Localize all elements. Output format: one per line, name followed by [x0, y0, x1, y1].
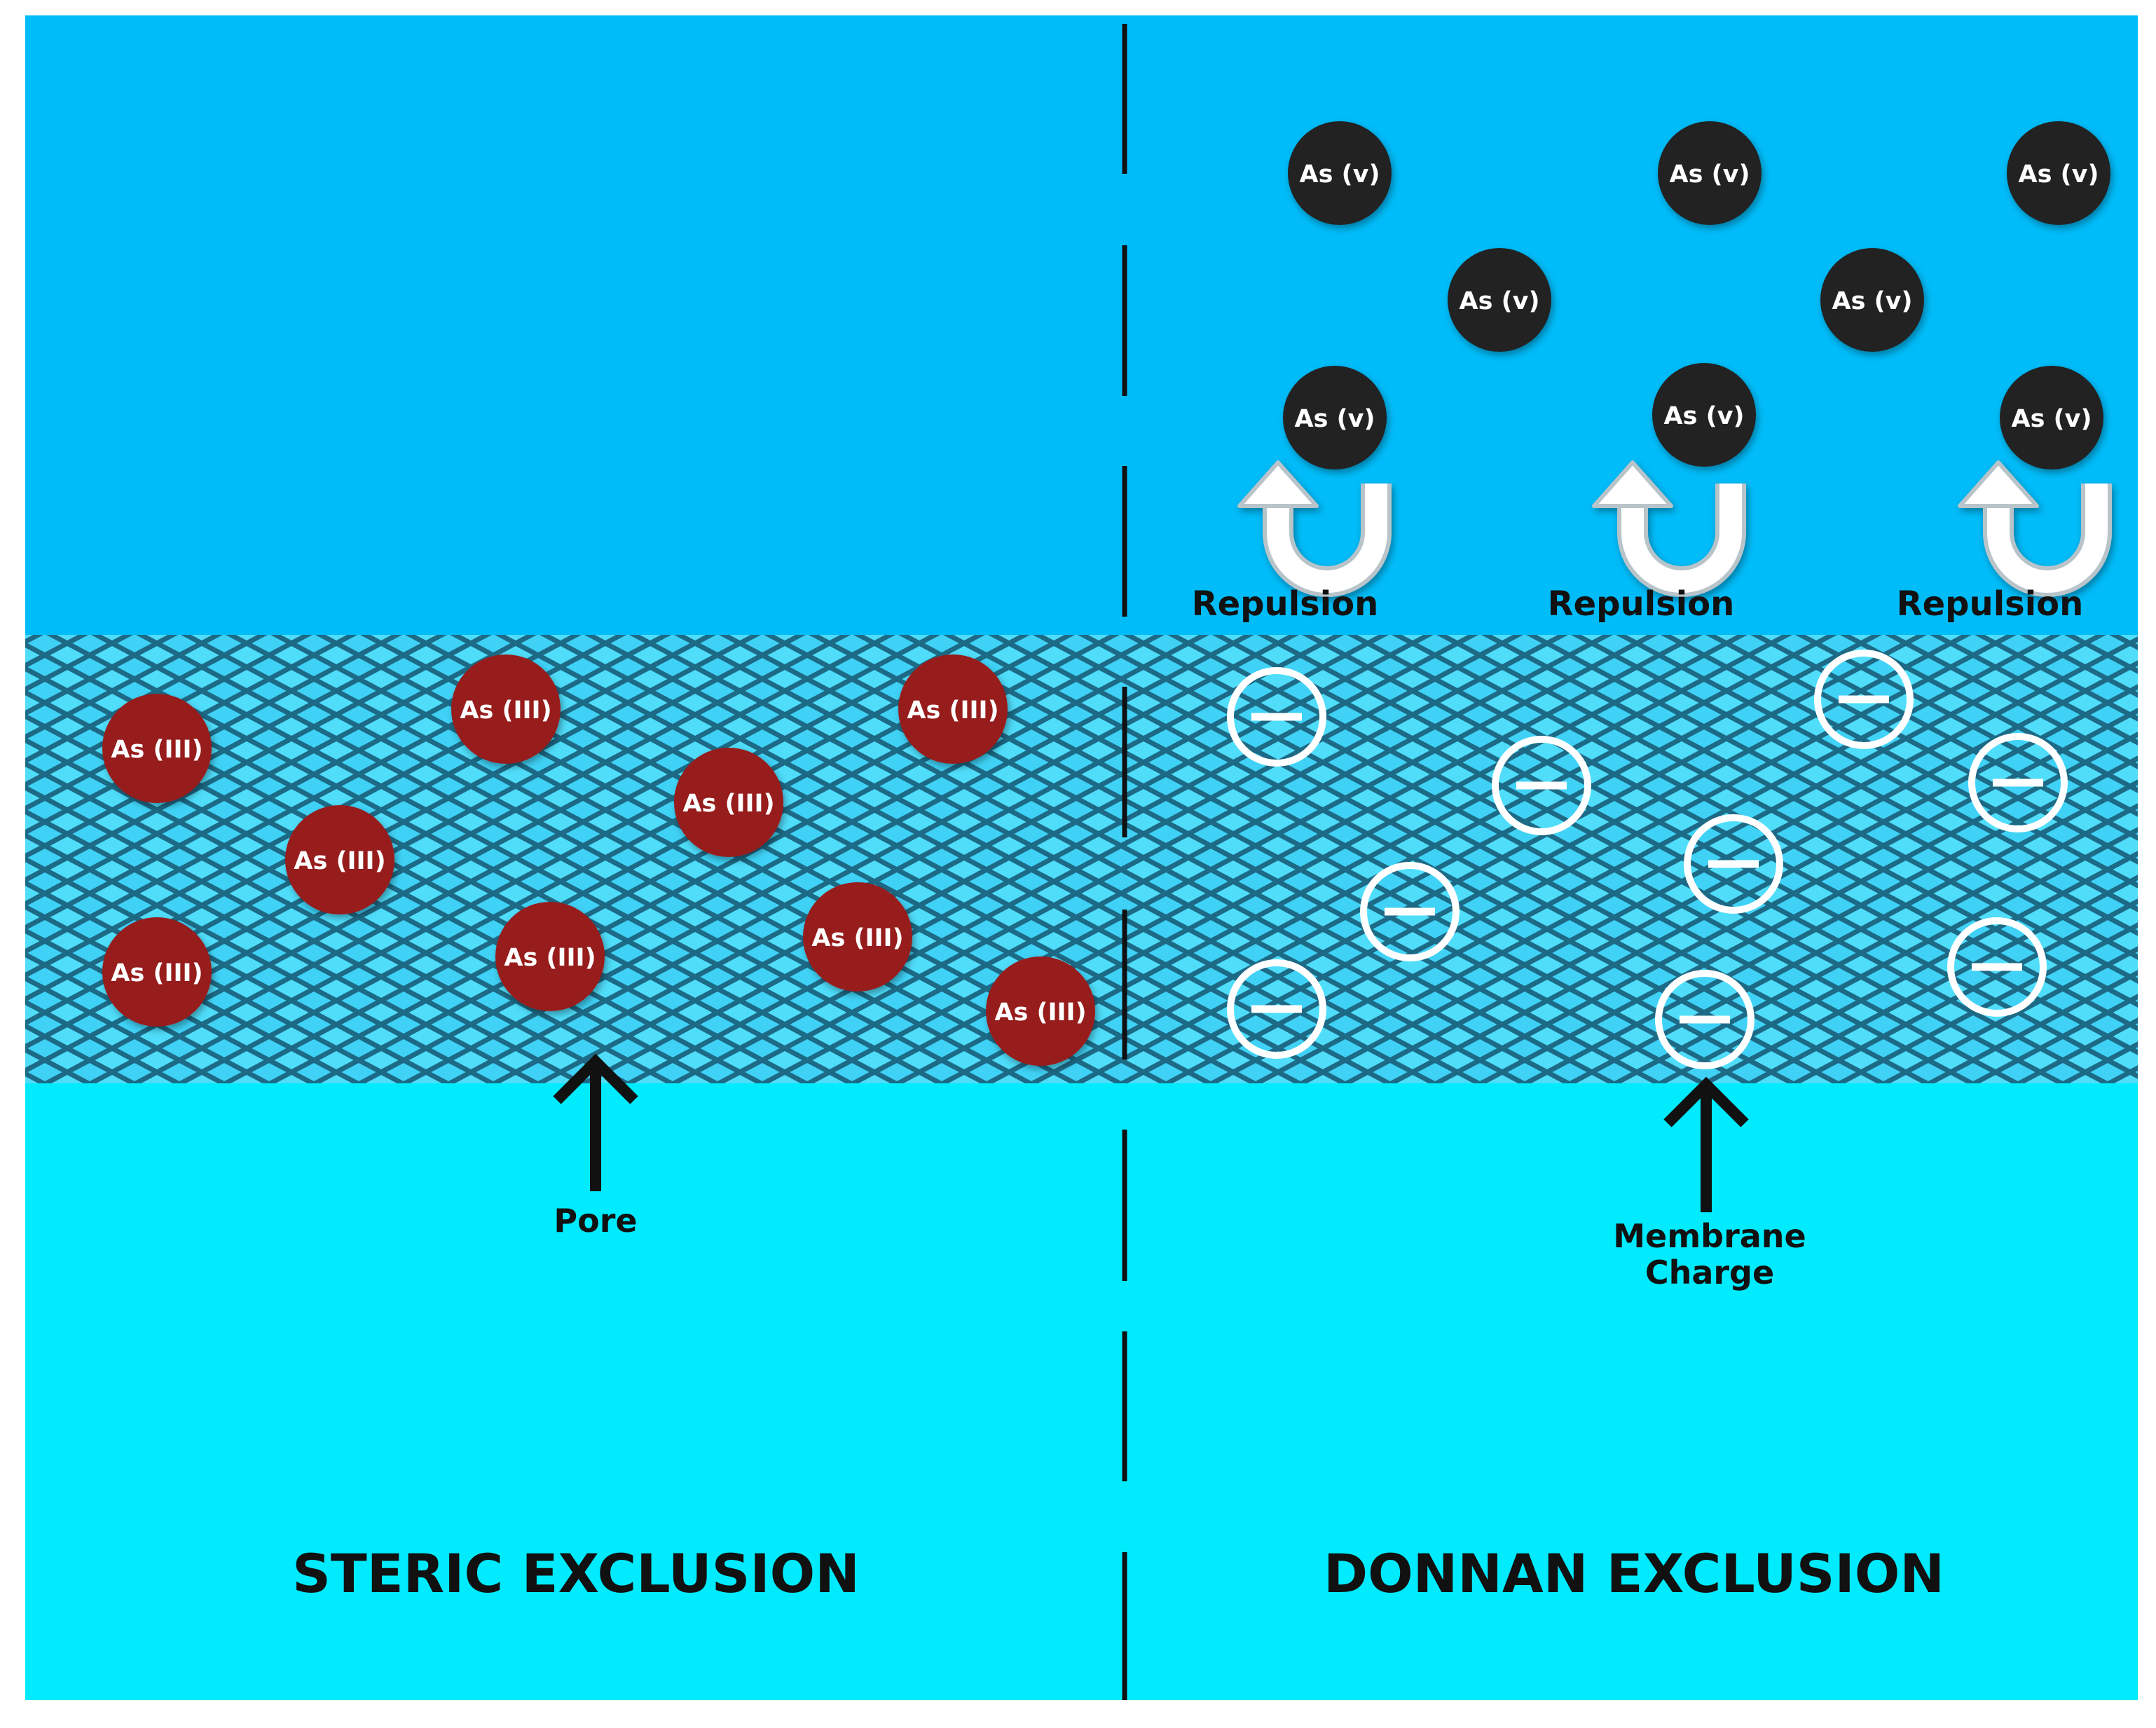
minus-circle-icon	[1684, 814, 1783, 914]
u-turn-arrow-icon	[1958, 460, 2112, 597]
u-turn-arrow-icon	[1237, 460, 1392, 597]
as5-ion-label: As (v)	[1832, 287, 1913, 315]
as5-ion: As (v)	[1448, 248, 1551, 352]
u-turn-arrow-icon	[1592, 460, 1746, 597]
as3-ion: As (III)	[803, 882, 912, 992]
as3-ion-label: As (III)	[294, 847, 385, 875]
as5-ion-label: As (v)	[1295, 405, 1375, 433]
as3-ion-label: As (III)	[504, 944, 596, 972]
membrane-charge-label-line1: Membrane	[1613, 1217, 1806, 1255]
minus-circle-icon	[1227, 667, 1326, 767]
as3-ion-label: As (III)	[811, 924, 903, 952]
minus-circle-icon	[1360, 862, 1460, 961]
as3-ion-label: As (III)	[111, 959, 202, 987]
as5-ion: As (v)	[1652, 363, 1756, 467]
as5-ion: As (v)	[1658, 121, 1762, 225]
as5-ion: As (v)	[2007, 121, 2110, 225]
as3-ion-label: As (III)	[907, 697, 998, 725]
as3-ion-label: As (III)	[460, 697, 551, 725]
as3-ion: As (III)	[898, 654, 1008, 764]
as3-ion-label: As (III)	[682, 790, 774, 818]
upper-water-region	[25, 15, 2138, 635]
as3-ion: As (III)	[674, 748, 783, 857]
minus-circle-icon	[1968, 733, 2068, 832]
as3-ion: As (III)	[986, 956, 1095, 1066]
membrane-charges	[1227, 650, 2068, 1069]
as3-ion-label: As (III)	[111, 736, 202, 764]
pore-label: Pore	[554, 1202, 637, 1240]
minus-circle-icon	[1814, 650, 1914, 749]
as5-ion: As (v)	[1283, 366, 1387, 469]
as5-ion-label: As (v)	[1664, 402, 1745, 430]
minus-circle-icon	[1227, 959, 1326, 1059]
minus-circle-icon	[1947, 917, 2047, 1017]
up-arrow-icon	[553, 1053, 638, 1191]
as5-ion-label: As (v)	[1670, 160, 1750, 188]
repulsion-label: Repulsion	[1548, 584, 1735, 624]
as5-ion-label: As (v)	[1460, 287, 1540, 315]
membrane-charge-label-line2: Charge	[1645, 1254, 1774, 1291]
minus-circle-icon	[1655, 970, 1755, 1069]
as3-ion-label: As (III)	[994, 999, 1086, 1027]
as5-ion: As (v)	[1820, 248, 1924, 352]
as5-ion-label: As (v)	[2019, 160, 2099, 188]
lower-water-region	[25, 1083, 2138, 1700]
minus-circle-icon	[1492, 736, 1591, 835]
donnan-exclusion-title: DONNAN EXCLUSION	[1324, 1542, 1944, 1605]
repulsion-label: Repulsion	[1192, 584, 1379, 624]
as3-ion: As (III)	[102, 694, 212, 803]
as5-ion-label: As (v)	[2012, 405, 2092, 433]
up-arrow-icon	[1663, 1076, 1749, 1212]
as5-ion: As (v)	[2000, 366, 2103, 469]
as5-ion: As (v)	[1288, 121, 1392, 225]
steric-exclusion-title: STERIC EXCLUSION	[292, 1542, 860, 1605]
repulsion-label: Repulsion	[1897, 584, 2084, 624]
as3-ion: As (III)	[451, 654, 561, 764]
as3-ion: As (III)	[285, 805, 394, 914]
as3-ion: As (III)	[495, 902, 605, 1011]
as5-ion-label: As (v)	[1300, 160, 1380, 188]
as3-ion: As (III)	[102, 917, 212, 1027]
